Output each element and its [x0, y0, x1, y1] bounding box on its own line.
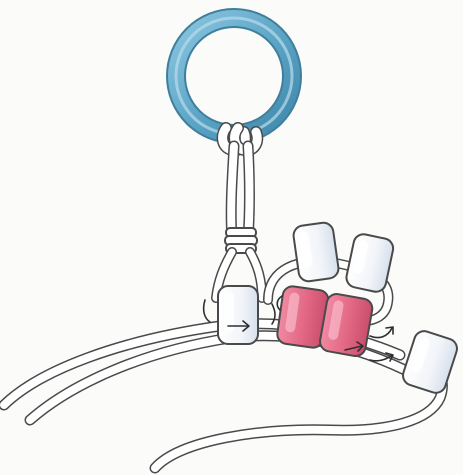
pink-bead-2 — [318, 292, 373, 357]
white-bead-right — [400, 329, 459, 396]
key-ring — [176, 18, 292, 134]
long-cord-back — [155, 366, 442, 468]
vertical-cords — [231, 146, 249, 240]
white-bead-left — [218, 286, 258, 344]
white-bead-top-1 — [292, 221, 339, 282]
